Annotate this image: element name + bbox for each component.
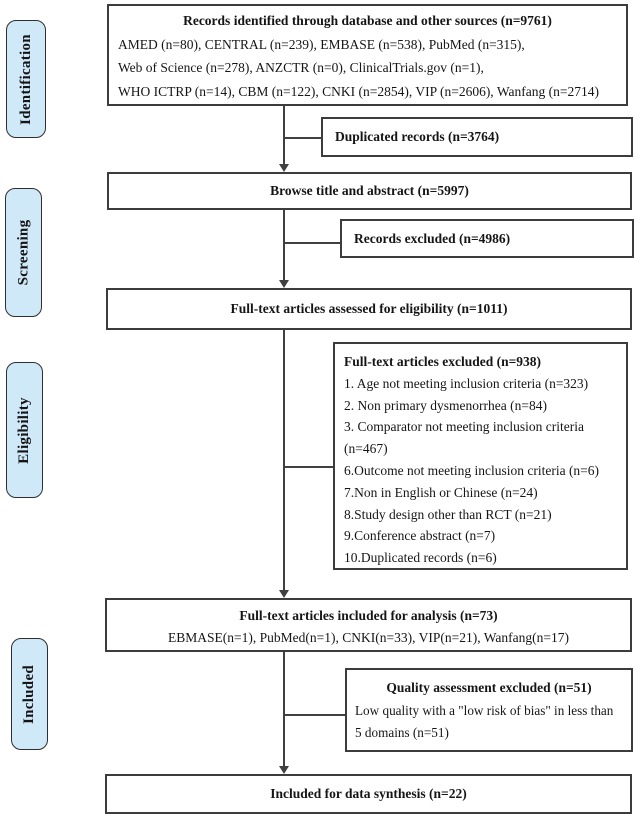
records-identified-line: WHO ICTRP (n=14), CBM (n=122), CNKI (n=2… — [118, 83, 599, 99]
records-identified-title: Records identified through database and … — [183, 13, 552, 28]
stage-identification-label: Identification — [17, 33, 34, 125]
quality-excluded-line: 5 domains (n=51) — [355, 725, 449, 740]
fulltext-excluded-reason: (n=467) — [344, 441, 388, 457]
stage-included: Included — [11, 638, 48, 750]
fulltext-excluded-reason: 10.Duplicated records (n=6) — [344, 550, 497, 566]
box-browse-title-abstract: Browse title and abstract (n=5997) — [107, 172, 632, 210]
fulltext-excluded-reason: 8.Study design other than RCT (n=21) — [344, 506, 552, 522]
fulltext-excluded-reason: 1. Age not meeting inclusion criteria (n… — [344, 375, 589, 391]
fulltext-excluded-reason: 2. Non primary dysmenorrhea (n=84) — [344, 397, 547, 413]
data-synthesis-title: Included for data synthesis (n=22) — [270, 786, 467, 802]
stage-identification: Identification — [6, 20, 46, 138]
connector-branch-fulltext-excluded — [284, 466, 333, 468]
quality-excluded-title: Quality assessment excluded (n=51) — [386, 680, 592, 695]
fulltext-included-title: Full-text articles included for analysis… — [239, 608, 498, 623]
fulltext-excluded-title: Full-text articles excluded (n=938) — [344, 354, 542, 369]
fulltext-excluded-reason: 6.Outcome not meeting inclusion criteria… — [344, 462, 600, 478]
records-excluded-title: Records excluded (n=4986) — [354, 230, 511, 246]
connector-branch-quality-excluded — [284, 714, 345, 716]
connector-branch-duplicated — [284, 137, 321, 139]
stage-included-label: Included — [21, 664, 37, 724]
connector-assessed-to-included — [283, 330, 285, 590]
arrowhead-assessed — [279, 280, 289, 288]
fulltext-excluded-reason: 3. Comparator not meeting inclusion crit… — [344, 419, 584, 435]
browse-title-abstract-title: Browse title and abstract (n=5997) — [270, 183, 469, 199]
box-data-synthesis: Included for data synthesis (n=22) — [105, 774, 632, 814]
stage-screening-label: Screening — [15, 219, 32, 286]
box-quality-excluded: Quality assessment excluded (n=51) Low q… — [345, 668, 633, 752]
box-duplicated-records: Duplicated records (n=3764) — [321, 117, 633, 157]
connector-branch-records-excluded — [284, 242, 340, 244]
records-identified-line: AMED (n=80), CENTRAL (n=239), EMBASE (n=… — [118, 36, 525, 52]
box-records-excluded: Records excluded (n=4986) — [340, 219, 634, 258]
stage-eligibility: Eligibility — [6, 362, 43, 498]
connector-records-to-browse — [283, 106, 285, 166]
fulltext-included-sources: EBMASE(n=1), PubMed(n=1), CNKI(n=33), VI… — [168, 629, 569, 645]
duplicated-records-title: Duplicated records (n=3764) — [335, 129, 500, 145]
quality-excluded-line: Low quality with a "low risk of bias" in… — [355, 702, 614, 718]
arrowhead-browse — [279, 164, 289, 172]
stage-eligibility-label: Eligibility — [16, 396, 32, 464]
box-fulltext-excluded: Full-text articles excluded (n=938) 1. A… — [333, 342, 628, 570]
fulltext-assessed-title: Full-text articles assessed for eligibil… — [230, 301, 508, 317]
records-identified-line: Web of Science (n=278), ANZCTR (n=0), Cl… — [118, 60, 484, 75]
fulltext-excluded-reason: 9.Conference abstract (n=7) — [344, 528, 496, 544]
fulltext-excluded-reason: 7.Non in English or Chinese (n=24) — [344, 484, 538, 500]
connector-included-to-synthesis — [283, 652, 285, 766]
stage-screening: Screening — [5, 188, 42, 317]
connector-browse-to-assessed — [283, 210, 285, 280]
arrowhead-fulltext-included — [279, 590, 289, 598]
box-records-identified: Records identified through database and … — [107, 4, 628, 106]
arrowhead-synthesis — [279, 766, 289, 774]
box-fulltext-assessed: Full-text articles assessed for eligibil… — [106, 288, 632, 330]
box-fulltext-included: Full-text articles included for analysis… — [105, 598, 632, 652]
